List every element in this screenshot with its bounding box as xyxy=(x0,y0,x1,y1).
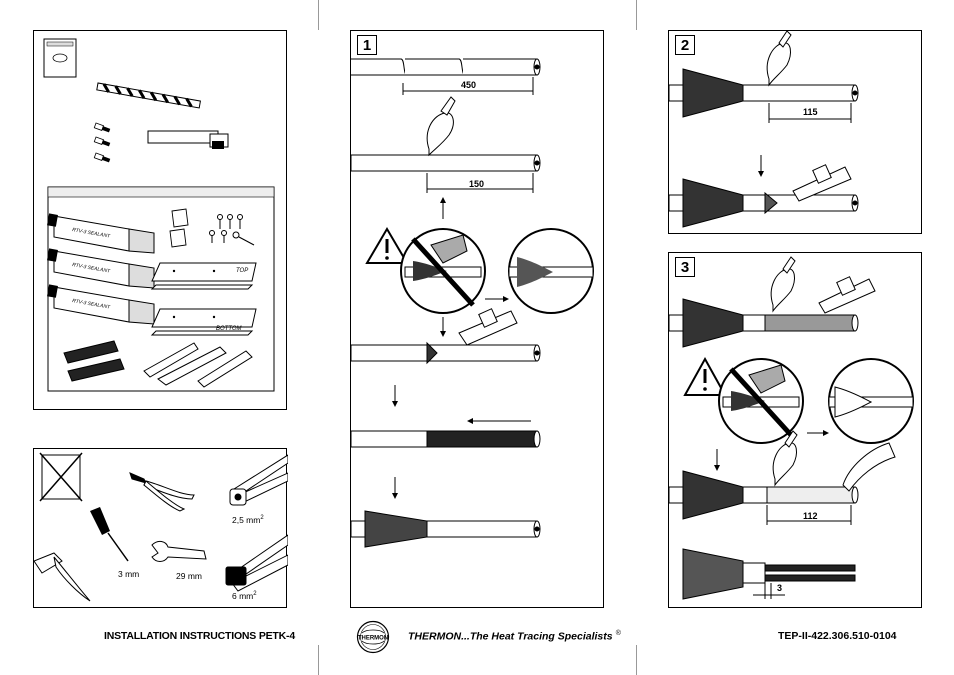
correct-method-icon xyxy=(508,228,594,314)
thermon-logo-icon xyxy=(52,53,68,63)
plate-bottom-label: BOTTOM xyxy=(216,326,242,332)
step-1-panel: 1 450 150 xyxy=(350,30,604,608)
warning-icon xyxy=(683,356,727,396)
pliers-icon xyxy=(129,472,195,512)
wrench-icon xyxy=(151,540,207,562)
crimp-small-label: 2,5 mm2 xyxy=(232,515,264,525)
footer-left-title: INSTALLATION INSTRUCTIONS PETK-4 xyxy=(104,630,295,642)
dim-112: 112 xyxy=(803,511,818,521)
step-1-number: 1 xyxy=(357,35,377,55)
crop-mark xyxy=(318,0,319,30)
crop-mark xyxy=(636,0,637,30)
tools-panel: 2,5 mm2 3 mm 29 mm 6 mm2 xyxy=(33,448,288,608)
dim-150: 150 xyxy=(469,179,484,189)
not-supplied-icon xyxy=(39,452,83,502)
step-2-illustration: 115 xyxy=(669,31,859,228)
step-3-number: 3 xyxy=(675,257,695,277)
correct-method-icon xyxy=(828,358,914,444)
screwdriver-label: 3 mm xyxy=(118,569,139,579)
step-2-panel: 2 115 xyxy=(668,30,922,234)
crop-mark xyxy=(318,645,319,675)
svg-text:THERMON: THERMON xyxy=(358,636,388,642)
footer-document-code: TEP-II-422.306.510-0104 xyxy=(778,630,897,642)
footer-tagline: THERMON...The Heat Tracing Specialists® xyxy=(408,630,621,643)
thermon-logo: THERMON xyxy=(356,620,390,654)
prohibited-icon xyxy=(718,358,804,444)
kit-contents-illustration: RTV-3 SEALANT RTV-3 SEALANT RTV-3 SEALAN… xyxy=(43,38,275,392)
prohibited-icon xyxy=(400,228,486,314)
plate-top-label: TOP xyxy=(236,268,248,274)
wrench-label: 29 mm xyxy=(176,571,202,581)
step-2-number: 2 xyxy=(675,35,695,55)
dim-3: 3 xyxy=(777,583,782,593)
screwdriver-icon xyxy=(90,507,129,562)
crop-mark xyxy=(636,645,637,675)
dim-450: 450 xyxy=(461,80,476,90)
kit-contents-panel: RTV-3 SEALANT RTV-3 SEALANT RTV-3 SEALAN… xyxy=(33,30,287,410)
step-1-illustration: 450 150 xyxy=(351,58,594,548)
knife-icon xyxy=(34,552,91,602)
step-3-illustration: 112 3 xyxy=(669,256,914,600)
crimp-large-label: 6 mm2 xyxy=(232,591,257,601)
warning-icon xyxy=(365,227,409,264)
dim-115: 115 xyxy=(803,107,818,117)
step-3-panel: 3 xyxy=(668,252,922,608)
crimp-tool-large-icon xyxy=(225,534,288,592)
tools-illustration: 2,5 mm2 3 mm 29 mm 6 mm2 xyxy=(34,452,288,602)
crimp-tool-icon xyxy=(229,454,288,506)
